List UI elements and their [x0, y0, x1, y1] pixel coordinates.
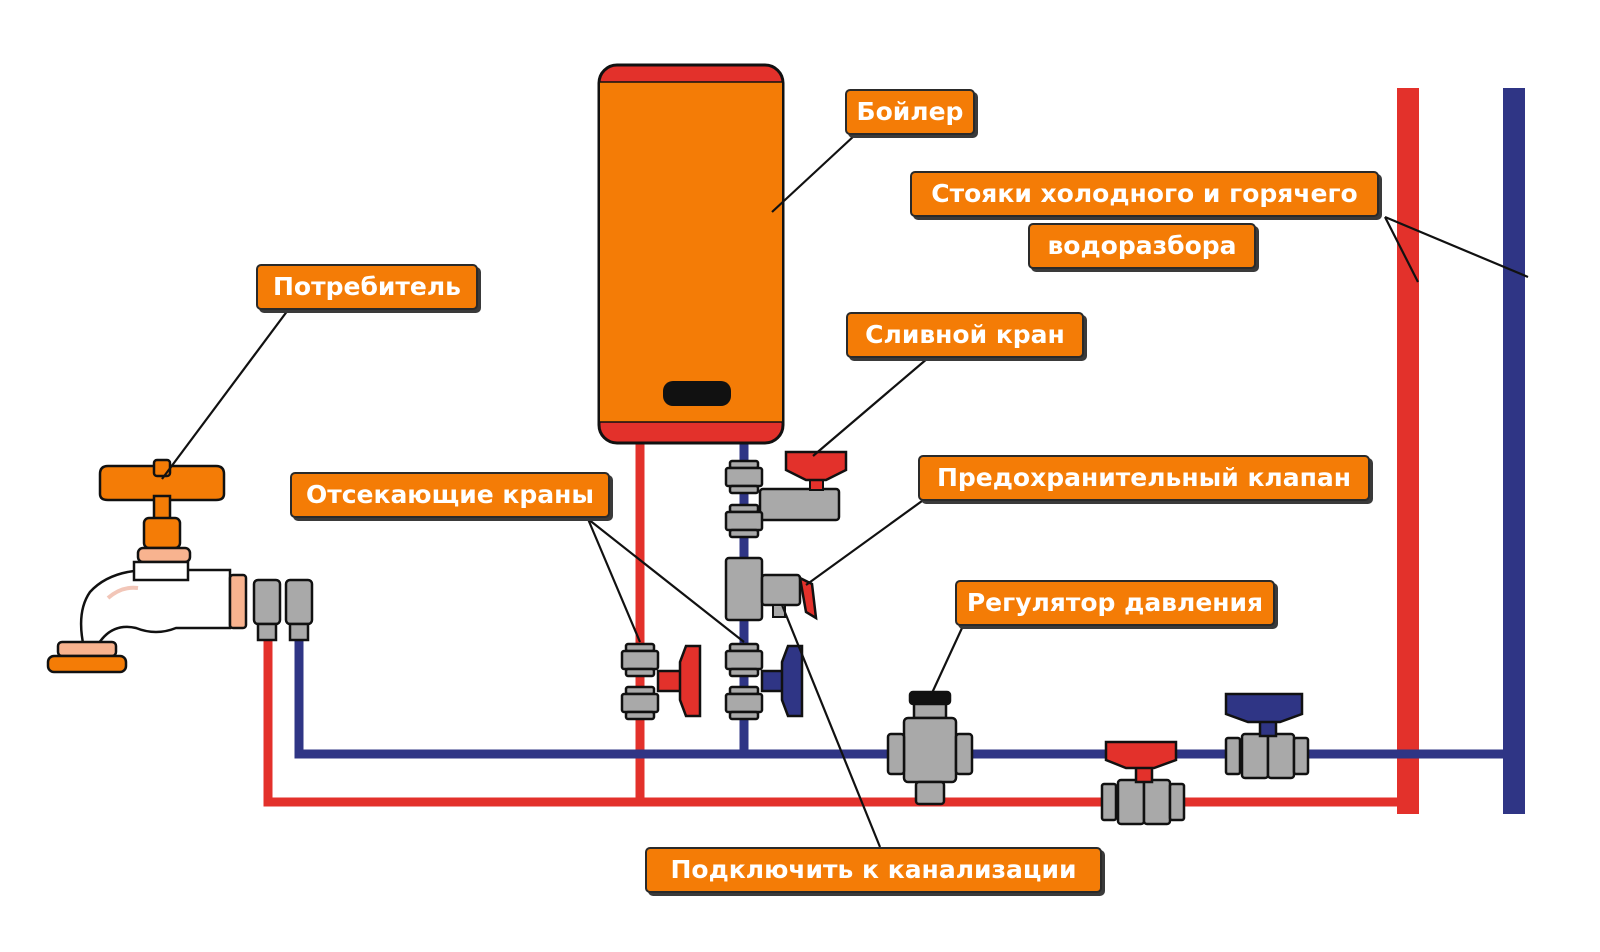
cold-water-riser: [1503, 88, 1525, 814]
label-safety-valve: Предохранительный клапан: [918, 455, 1370, 501]
shutoff-valve-hot: [620, 642, 702, 721]
main-shutoff-valve-cold: [1224, 692, 1310, 780]
main-shutoff-valve-hot: [1100, 740, 1186, 826]
hot-water-pipes: [263, 435, 1409, 807]
consumer-tap: [46, 458, 314, 674]
label-boiler: Бойлер: [845, 89, 975, 135]
shutoff-valve-cold: [724, 642, 804, 721]
label-risers-line1: Стояки холодного и горячего: [910, 171, 1379, 217]
safety-valve: [724, 556, 818, 622]
pressure-regulator: [886, 690, 974, 806]
label-consumer: Потребитель: [256, 264, 478, 310]
leader-lines: [161, 134, 1529, 848]
drain-valve: [724, 450, 848, 539]
label-sewer-connection: Подключить к канализации: [645, 847, 1102, 893]
hot-water-riser: [1397, 88, 1419, 814]
label-shutoff-valves: Отсекающие краны: [290, 472, 610, 518]
boiler: [597, 63, 785, 445]
label-drain-valve: Сливной кран: [846, 312, 1084, 358]
label-pressure-regulator: Регулятор давления: [955, 580, 1275, 626]
label-risers-line2: водоразбора: [1028, 223, 1256, 269]
